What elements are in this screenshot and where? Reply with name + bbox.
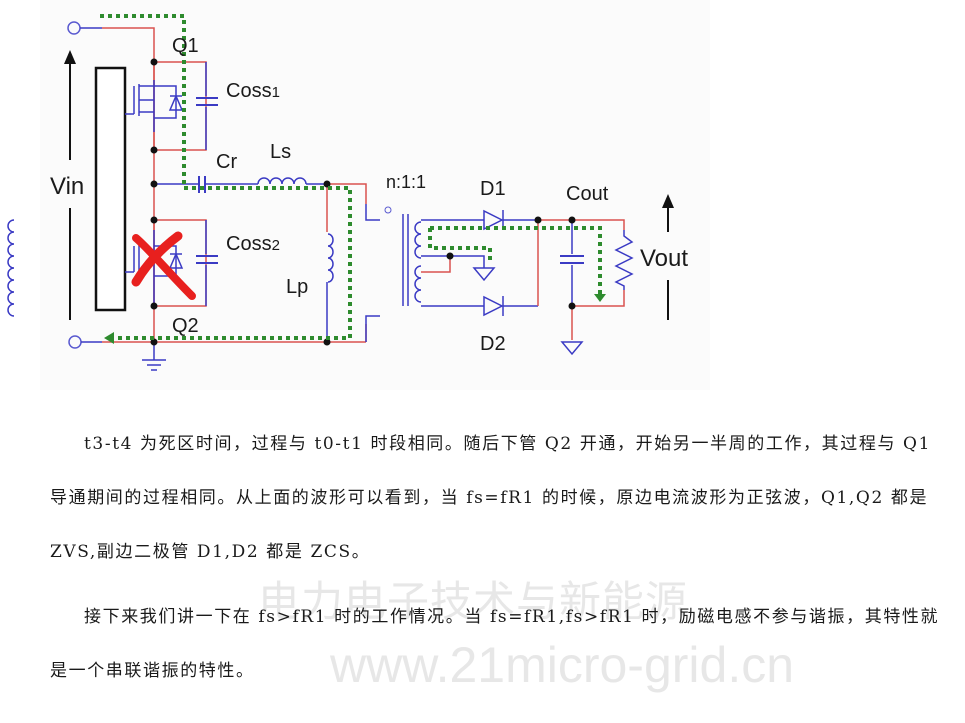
diagram-background [40, 0, 710, 390]
label-coss2: Coss2 [226, 233, 280, 255]
coss2-capacitor-icon [196, 220, 218, 306]
cout-capacitor-icon [560, 220, 584, 306]
q2-off-cross-icon [131, 231, 196, 300]
label-cout: Cout [566, 183, 609, 205]
paragraph-2-text: 接下来我们讲一下在 fs>fR1 时的工作情况。当 fs=fR1,fs>fR1 … [50, 607, 940, 681]
ls-inductor-icon [257, 177, 307, 185]
q1-mosfet-icon [125, 61, 207, 151]
current-arrow-down-icon [594, 294, 606, 302]
ground-icon [142, 359, 166, 371]
vin-terminal-bottom [68, 335, 366, 349]
label-q1: Q1 [172, 35, 199, 57]
transformer-icon [7, 204, 422, 342]
vout-arrow-icon [662, 194, 674, 320]
label-coss1: Coss1 [226, 80, 280, 102]
junction-dots [150, 58, 576, 346]
label-turns-ratio: n:1:1 [386, 172, 426, 192]
label-q2: Q2 [172, 315, 199, 337]
label-d1: D1 [480, 178, 506, 200]
lp-inductor-icon [327, 233, 334, 283]
paragraph-1: t3-t4 为死区时间，过程与 t0-t1 时段相同。随后下管 Q2 开通，开始… [50, 417, 950, 579]
label-d2: D2 [480, 333, 506, 355]
label-cr: Cr [216, 151, 237, 173]
secondary-ground-icon [472, 267, 496, 282]
vin-arrow-icon [64, 50, 76, 320]
vin-terminal-top [67, 21, 155, 62]
label-vin: Vin [50, 173, 84, 200]
coss1-capacitor-icon [196, 62, 218, 150]
gate-driver-block [94, 66, 127, 312]
load-resistor-icon [614, 230, 634, 290]
cr-capacitor-icon [198, 176, 206, 193]
output-ground-icon [560, 341, 584, 356]
label-ls: Ls [270, 141, 291, 163]
paragraph-1-text: t3-t4 为死区时间，过程与 t0-t1 时段相同。随后下管 Q2 开通，开始… [50, 434, 932, 562]
paragraph-2: 接下来我们讲一下在 fs>fR1 时的工作情况。当 fs=fR1,fs>fR1 … [50, 590, 950, 698]
current-path-indicator [100, 14, 602, 340]
label-lp: Lp [286, 276, 308, 298]
llc-circuit-diagram: Q1 Q2 Coss1 Coss2 Cr Ls Lp Vin n:1:1 D1 … [7, 0, 710, 390]
current-arrow-left-icon [104, 332, 114, 344]
label-vout: Vout [640, 245, 688, 272]
